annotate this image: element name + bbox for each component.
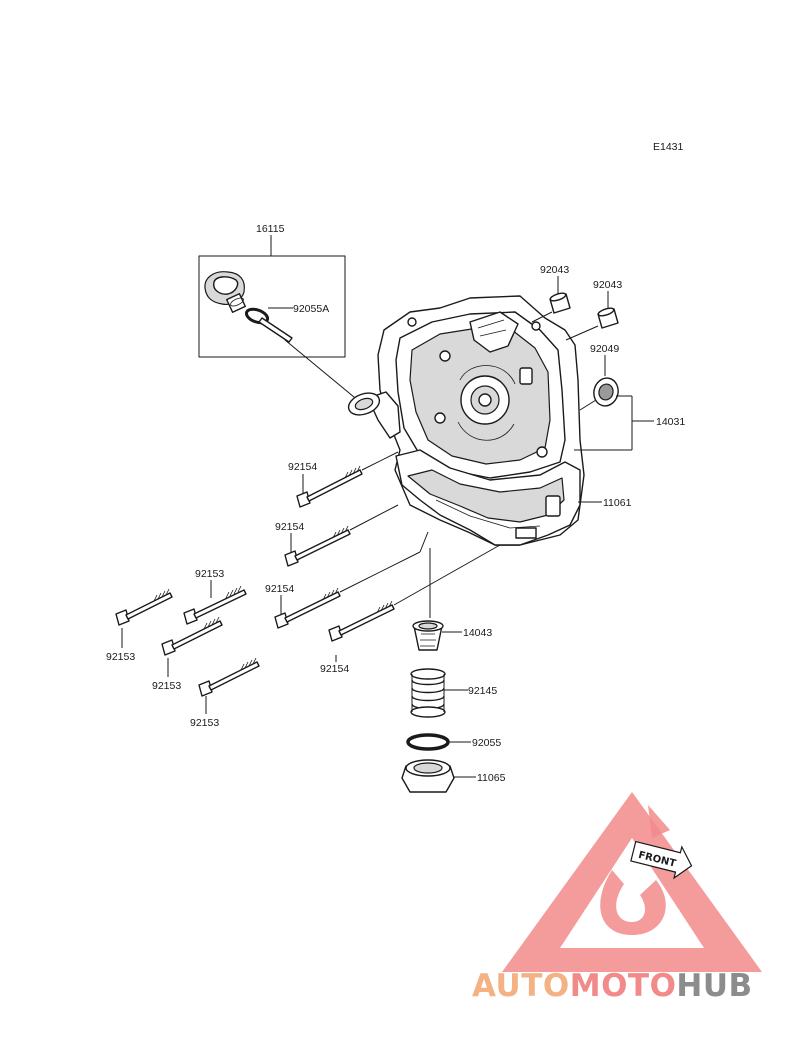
bolt-92154-c: 92154	[265, 531, 429, 629]
label-92055A: 92055A	[293, 303, 329, 315]
filler-cap-part	[204, 271, 247, 314]
label-11065: 11065	[477, 772, 506, 784]
label-92055: 92055	[472, 737, 501, 749]
bolt-92153-b: 92153	[106, 588, 173, 663]
label-92153-a: 92153	[195, 568, 224, 580]
bracket-14031: 14031	[574, 395, 685, 451]
bolt-92154-b: 92154	[275, 504, 399, 567]
bolt-92154-d: 92154	[320, 544, 501, 675]
label-92145: 92145	[468, 685, 497, 697]
filler-cap-box	[198, 255, 346, 358]
dowel-pin-92043-a: 92043	[531, 264, 571, 323]
label-92043-a: 92043	[540, 264, 569, 276]
diagram-code: E1431	[653, 141, 684, 153]
dowel-pin-92043-b: 92043	[565, 279, 622, 341]
watermark-logo: FRONT AUTOMOTOHUB	[472, 792, 762, 1004]
logo-inner-mark	[600, 870, 666, 935]
label-92049: 92049	[590, 343, 619, 355]
bolt-92153-c: 92153	[152, 616, 223, 692]
label-11061: 11061	[603, 497, 632, 509]
label-14031: 14031	[656, 416, 685, 428]
crankcase-cover-11061	[347, 295, 585, 546]
label-92153-d: 92153	[190, 717, 219, 729]
spring-92145: 92145	[410, 668, 497, 718]
oil-strainer-14043: 14043	[412, 620, 492, 651]
brand-name: AUTOMOTOHUB	[472, 968, 753, 1004]
label-92154-d: 92154	[320, 663, 349, 675]
label-92043-b: 92043	[593, 279, 622, 291]
drain-plug-11065: 11065	[401, 759, 506, 793]
label-92154-a: 92154	[288, 461, 317, 473]
bolt-92154-a: 92154	[288, 451, 399, 508]
logo-triangle	[502, 792, 762, 972]
o-ring-92055A	[244, 307, 270, 325]
label-92153-b: 92153	[106, 651, 135, 663]
label-14043: 14043	[463, 627, 492, 639]
oil-filler-cap-group: 16115 92055A	[198, 223, 361, 403]
label-92154-b: 92154	[275, 521, 304, 533]
oil-seal-92049: 92049	[579, 343, 619, 411]
bolt-92153-d: 92153	[190, 657, 260, 729]
label-92154-c: 92154	[265, 583, 294, 595]
o-ring-92055	[406, 733, 450, 751]
bolt-92153-a: 92153	[183, 568, 247, 625]
label-92153-c: 92153	[152, 680, 181, 692]
label-16115: 16115	[256, 223, 285, 235]
front-arrow-icon: FRONT	[630, 840, 693, 880]
